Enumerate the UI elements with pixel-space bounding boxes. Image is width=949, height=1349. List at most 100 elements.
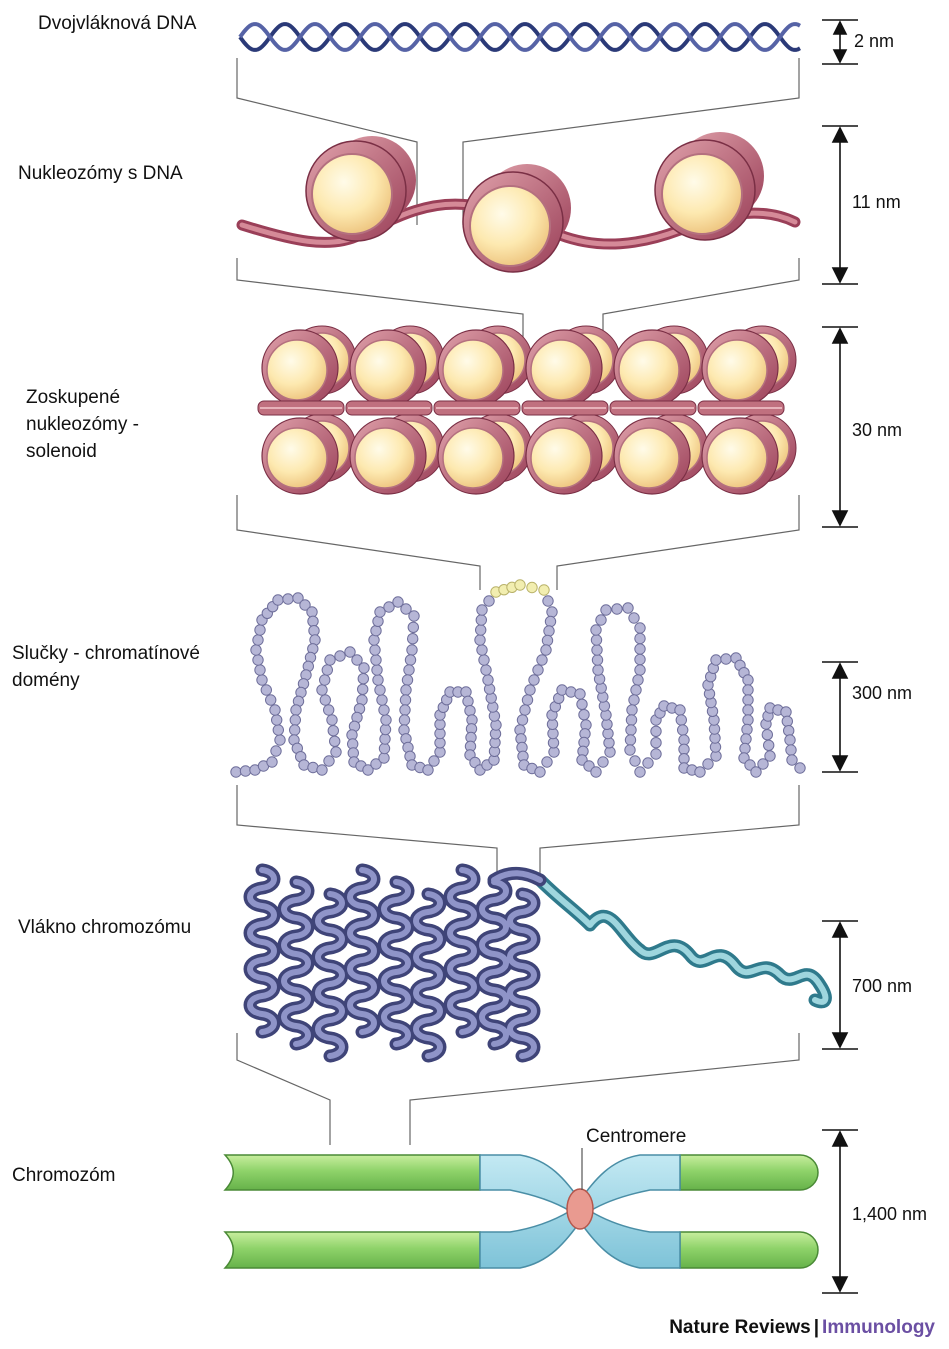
loop-bead xyxy=(266,695,276,705)
loop-bead xyxy=(375,685,385,695)
loop-bead xyxy=(520,705,530,715)
loop-bead xyxy=(678,725,688,735)
solenoid-nucleosome-column xyxy=(258,326,356,494)
loop-bead xyxy=(379,743,389,753)
loop-bead xyxy=(631,685,641,695)
loop-bead xyxy=(290,715,300,725)
loop-bead xyxy=(591,625,601,635)
loop-bead xyxy=(379,753,389,763)
loop-bead xyxy=(635,644,645,654)
loop-bead xyxy=(522,695,532,705)
loop-bead xyxy=(380,734,390,744)
dna-helix xyxy=(240,24,800,50)
loop-bead xyxy=(784,726,794,736)
loop-bead xyxy=(740,743,750,753)
loop-bead xyxy=(591,635,601,645)
chromosome-arm-upper-left xyxy=(225,1155,480,1190)
loop-bead xyxy=(275,735,285,745)
loop-bead xyxy=(400,705,410,715)
loop-bead xyxy=(475,635,485,645)
loop-bead xyxy=(781,707,791,717)
loop-bead xyxy=(331,747,341,757)
chromosome-arm-lower-right xyxy=(680,1232,818,1268)
nucleosome xyxy=(655,132,764,240)
loop-bead xyxy=(358,674,368,684)
loop-bead xyxy=(545,616,555,626)
loop-bead xyxy=(325,655,335,665)
loop-bead xyxy=(255,665,265,675)
loop-bead xyxy=(369,635,379,645)
loop-bead xyxy=(743,675,753,685)
loop-bead xyxy=(381,715,391,725)
loop-bead xyxy=(330,736,340,746)
loop-bead xyxy=(651,726,661,736)
loop-bead xyxy=(635,623,645,633)
loop-bead xyxy=(465,706,475,716)
loop-bead xyxy=(651,738,661,748)
loop-bead xyxy=(703,759,713,769)
loop-bead xyxy=(291,705,301,715)
chromosome-fiber xyxy=(250,870,825,1056)
loop-bead xyxy=(358,684,368,694)
loop-bead xyxy=(630,756,640,766)
loop-bead xyxy=(623,603,633,613)
loop-bead xyxy=(484,596,494,606)
loop-bead xyxy=(328,726,338,736)
loop-bead xyxy=(373,675,383,685)
solenoid-nucleosome-column xyxy=(434,326,532,494)
loop-bead xyxy=(529,675,539,685)
loop-bead xyxy=(787,755,797,765)
loop-bead xyxy=(542,757,552,767)
loop-bead xyxy=(764,740,774,750)
loop-bead xyxy=(408,622,418,632)
centromere xyxy=(567,1189,593,1229)
loop-bead xyxy=(327,715,337,725)
loop-bead xyxy=(335,651,345,661)
loop-bead xyxy=(542,635,552,645)
solenoid-nucleosome-column xyxy=(610,326,708,494)
loop-bead xyxy=(402,675,412,685)
loop-bead xyxy=(743,705,753,715)
loop-bead xyxy=(476,615,486,625)
loop-bead xyxy=(400,695,410,705)
loop-bead xyxy=(541,645,551,655)
loop-bead xyxy=(317,685,327,695)
loop-bead xyxy=(679,744,689,754)
loop-bead xyxy=(601,605,611,615)
loop-bead xyxy=(407,645,417,655)
loop-bead xyxy=(255,625,265,635)
loop-bead xyxy=(743,685,753,695)
loop-bead xyxy=(635,767,645,777)
chromosome-arm-lower-left xyxy=(225,1232,480,1268)
loop-bead xyxy=(517,715,527,725)
loop-bead xyxy=(795,763,805,773)
loop-bead xyxy=(267,757,277,767)
loop-bead xyxy=(762,730,772,740)
loop-bead xyxy=(253,655,263,665)
loop-bead xyxy=(231,767,241,777)
loop-bead xyxy=(742,724,752,734)
scale-arrow-loops xyxy=(822,662,858,772)
loop-bead xyxy=(592,645,602,655)
loop-bead xyxy=(635,633,645,643)
loop-bead xyxy=(423,765,433,775)
loop-bead xyxy=(476,625,486,635)
loop-bead xyxy=(320,695,330,705)
loop-bead xyxy=(635,654,645,664)
solenoid xyxy=(258,326,796,494)
loop-bead xyxy=(320,675,330,685)
loop-bead xyxy=(643,758,653,768)
loop-bead xyxy=(290,725,300,735)
loop-bead xyxy=(535,767,545,777)
loop-bead xyxy=(372,665,382,675)
loop-bead xyxy=(598,757,608,767)
scale-arrow-chromosome xyxy=(822,1130,858,1293)
loop-bead xyxy=(308,616,318,626)
loop-bead xyxy=(477,645,487,655)
loop-bead xyxy=(324,756,334,766)
loop-bead xyxy=(593,665,603,675)
loop-bead xyxy=(525,685,535,695)
loop-bead xyxy=(481,665,491,675)
loop-bead xyxy=(324,705,334,715)
loop-bead xyxy=(676,715,686,725)
